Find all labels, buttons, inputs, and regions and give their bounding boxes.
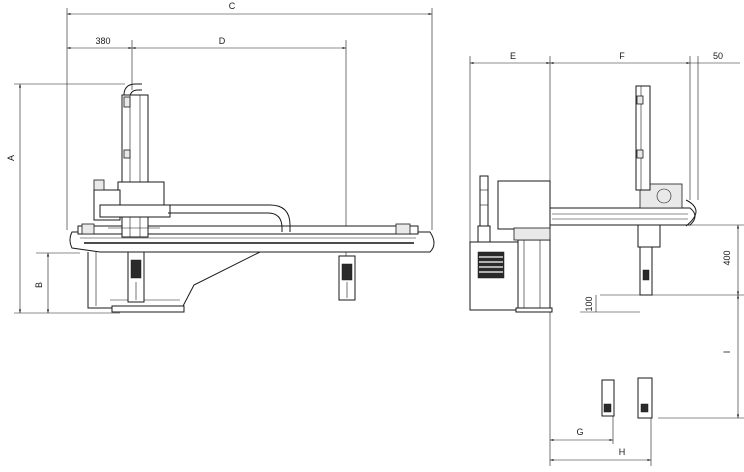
dim-50-label: 50 — [713, 51, 723, 61]
front-view: C 380 D A B — [6, 1, 435, 314]
dim-G-label: G — [576, 427, 583, 437]
dim-E-label: E — [510, 51, 516, 61]
side-view: E F 50 400 100 I G H — [469, 51, 744, 466]
dim-380-label: 380 — [95, 36, 110, 46]
dim-I-label: I — [722, 351, 732, 354]
dim-A-label: A — [6, 155, 16, 161]
dim-B-label: B — [34, 282, 44, 288]
dim-D-label: D — [219, 36, 226, 46]
dim-H-label: H — [619, 447, 626, 457]
dim-C-label: C — [229, 1, 236, 11]
dim-400-label: 400 — [722, 250, 732, 265]
dim-100-label: 100 — [584, 296, 594, 311]
dim-F-label: F — [619, 51, 625, 61]
